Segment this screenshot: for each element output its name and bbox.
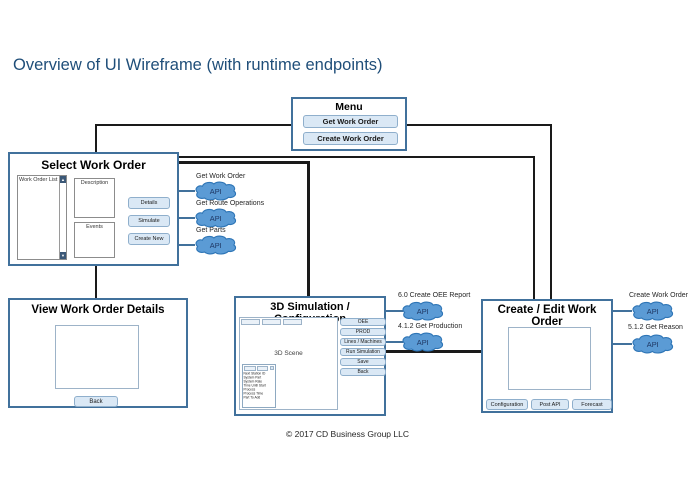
svg-text:API: API [647, 307, 659, 316]
panel-item: Process Time [243, 392, 264, 396]
panel-item: Next Station ID [243, 372, 266, 376]
connector-select-to-simulation-v [307, 161, 310, 298]
back-button[interactable]: Back [74, 396, 118, 407]
api-cloud-get-parts: API [195, 235, 237, 255]
connector-menu-to-select-h [95, 124, 292, 126]
forecast-button[interactable]: Forecast [572, 399, 612, 410]
panel-item: System Rate [243, 380, 263, 384]
api-connector-stub [179, 190, 195, 192]
panel-item: System Part [243, 376, 262, 380]
svg-text:API: API [417, 338, 429, 347]
work-order-list-scrollbar[interactable]: ▲ ▼ [59, 176, 66, 259]
menu-create-work-order-button[interactable]: Create Work Order [303, 132, 398, 145]
simulation-screen: 3D Simulation / Configuration Operations… [234, 296, 386, 416]
copyright-text: © 2017 CD Business Group LLC [286, 429, 409, 439]
run-simulation-button[interactable]: Run Simulation [340, 348, 386, 356]
panel-tab-bar: Detail Charts x [243, 365, 275, 372]
api-label-get-work-order: Get Work Order [196, 173, 246, 180]
api-cloud-create-oee-report: API [402, 301, 444, 321]
description-label: Description [80, 180, 109, 186]
connector-select-to-create-h [179, 156, 535, 158]
tab-lines[interactable]: Lines [283, 319, 302, 325]
page-title: Overview of UI Wireframe (with runtime e… [13, 56, 383, 74]
lines-machines-button[interactable]: Lines / Machines [340, 338, 386, 346]
scene-detail-panel: Detail Charts x Next Station ID System P… [242, 364, 276, 408]
api-connector-stub [179, 217, 195, 219]
connector-select-to-view-v [95, 266, 97, 300]
scene-label: 3D Scene [274, 350, 303, 357]
tab-detail[interactable]: Detail [244, 366, 256, 371]
api-label-create-oee-report: 6.0 Create OEE Report [398, 292, 471, 299]
connector-simulation-to-create-h [386, 350, 482, 353]
api-connector-stub [386, 341, 403, 343]
panel-close-icon[interactable]: x [270, 366, 274, 370]
events-label: Events [86, 224, 103, 230]
api-label-get-reason: 5.1.2 Get Reason [628, 324, 683, 331]
scene-area: Operations Inventory Lines 3D Scene Deta… [239, 317, 338, 410]
tab-charts[interactable]: Charts [256, 366, 269, 371]
api-label-get-production: 4.1.2 Get Production [398, 323, 463, 330]
work-order-list[interactable]: Work Order List ▲ ▼ [17, 175, 67, 260]
api-cloud-create-work-order: API [632, 301, 674, 321]
scroll-down-icon[interactable]: ▼ [60, 252, 66, 259]
view-work-order-title: View Work Order Details [31, 304, 165, 316]
svg-text:API: API [647, 340, 659, 349]
panel-item: Part To Add [243, 396, 261, 400]
api-connector-stub [612, 343, 632, 345]
connector-menu-to-create-v [550, 124, 552, 301]
api-connector-stub [179, 244, 195, 246]
svg-text:API: API [417, 307, 429, 316]
menu-screen: Menu Get Work Order Create Work Order [291, 97, 407, 151]
api-connector-stub [612, 310, 632, 312]
api-label-create-work-order: Create Work Order [629, 292, 688, 299]
panel-item: Process [243, 388, 256, 392]
work-order-list-label: Work Order List [19, 177, 58, 183]
connector-menu-to-create-h [406, 124, 552, 126]
api-label-get-parts: Get Parts [196, 227, 226, 234]
scroll-up-icon[interactable]: ▲ [60, 176, 66, 183]
api-connector-stub [386, 310, 403, 312]
tab-operations[interactable]: Operations [241, 319, 260, 325]
events-panel: Events [74, 222, 115, 258]
connector-select-to-create-v [533, 156, 535, 301]
api-cloud-get-route-operations: API [195, 208, 237, 228]
configuration-button[interactable]: Configuration [486, 399, 528, 410]
api-cloud-get-production: API [402, 332, 444, 352]
svg-text:API: API [210, 214, 222, 223]
oee-button[interactable]: OEE [340, 318, 386, 326]
panel-item-list: Next Station ID System Part System Rate … [243, 372, 275, 400]
description-panel: Description [74, 178, 115, 218]
create-edit-title: Create / Edit Work Order [497, 304, 597, 328]
svg-text:API: API [210, 187, 222, 196]
work-order-form-placeholder [508, 327, 591, 390]
api-cloud-get-work-order: API [195, 181, 237, 201]
simulate-button[interactable]: Simulate [128, 215, 170, 227]
menu-title: Menu [335, 101, 363, 113]
menu-get-work-order-button[interactable]: Get Work Order [303, 115, 398, 128]
view-work-order-details-screen: View Work Order Details Back [8, 298, 188, 408]
tab-inventory[interactable]: Inventory [262, 319, 281, 325]
connector-menu-to-select-v [95, 124, 97, 154]
api-label-get-route-operations: Get Route Operations [196, 200, 265, 207]
post-api-button[interactable]: Post API [531, 399, 569, 410]
create-new-button[interactable]: Create New [128, 233, 170, 245]
save-button[interactable]: Save [340, 358, 386, 366]
svg-text:API: API [210, 241, 222, 250]
create-edit-work-order-screen: Create / Edit Work Order Configuration P… [481, 299, 613, 413]
panel-item: Time Until Start [243, 384, 266, 388]
select-work-order-screen: Select Work Order Work Order List ▲ ▼ De… [8, 152, 179, 266]
prod-button[interactable]: PROD [340, 328, 386, 336]
back-button[interactable]: Back [340, 368, 386, 376]
select-work-order-title: Select Work Order [41, 158, 146, 172]
detail-content-placeholder [55, 325, 139, 389]
api-cloud-get-reason: API [632, 334, 674, 354]
connector-select-to-simulation-h [179, 161, 310, 164]
scene-tab-bar: Operations Inventory Lines [241, 319, 302, 325]
details-button[interactable]: Details [128, 197, 170, 209]
